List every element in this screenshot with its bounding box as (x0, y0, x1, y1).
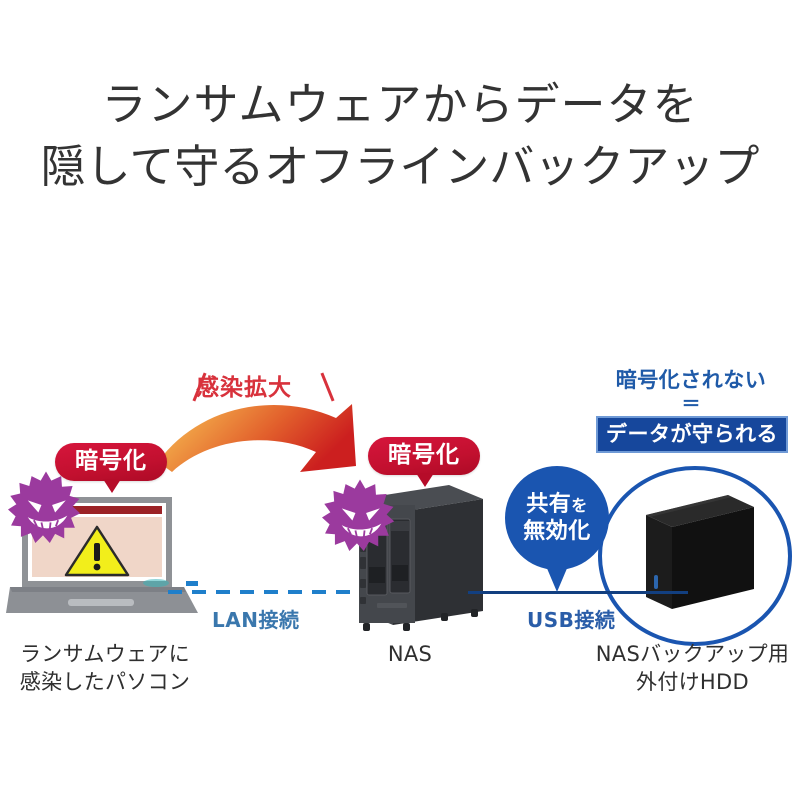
encryption-badge-nas: 暗号化 (368, 437, 480, 487)
external-hdd-illustration (646, 495, 754, 609)
title-line-2: 隠して守るオフラインバックアップ (40, 140, 760, 193)
caption-external-hdd: NASバックアップ用 外付けHDD (585, 640, 800, 696)
share-callout-tail (546, 566, 568, 592)
share-disabled-callout: 共有を 無効化 (505, 466, 609, 592)
virus-icon (8, 471, 81, 543)
protected-top-text: 暗号化されない (615, 368, 767, 392)
protected-equals-sign: ＝ (681, 393, 701, 415)
caption-external-hdd-line-1: NASバックアップ用 (595, 642, 790, 666)
infected-laptop-illustration (6, 497, 198, 613)
share-callout-line-1-particle: を (571, 495, 588, 515)
caption-infected-pc-line-2: 感染したパソコン (19, 670, 191, 694)
share-callout-line-1: 共有を (526, 492, 588, 519)
spread-label: 感染拡大 (196, 375, 292, 401)
encryption-badge-pc: 暗号化 (55, 443, 167, 493)
title-line-1: ランサムウェアからデータを (101, 78, 699, 131)
caption-infected-pc: ランサムウェアに 感染したパソコン (0, 640, 210, 696)
usb-connection-label: USB接続 (527, 608, 616, 632)
protected-message-block: 暗号化されない ＝ データが守られる (596, 368, 788, 454)
page-title: ランサムウェアからデータを 隠して守るオフラインバックアップ (0, 74, 800, 198)
virus-icon (322, 479, 395, 551)
usb-connection-line (468, 591, 688, 594)
share-callout-line-1-main: 共有 (526, 491, 572, 517)
hdd-highlight-circle (598, 466, 792, 646)
caption-external-hdd-line-2: 外付けHDD (636, 670, 749, 694)
protected-banner: データが守られる (596, 416, 788, 454)
share-callout-line-2: 無効化 (523, 518, 591, 544)
lan-connection-label: LAN接続 (212, 608, 300, 632)
lan-connection-line (168, 590, 358, 594)
caption-infected-pc-line-1: ランサムウェアに (20, 642, 190, 666)
caption-nas: NAS (387, 642, 433, 666)
